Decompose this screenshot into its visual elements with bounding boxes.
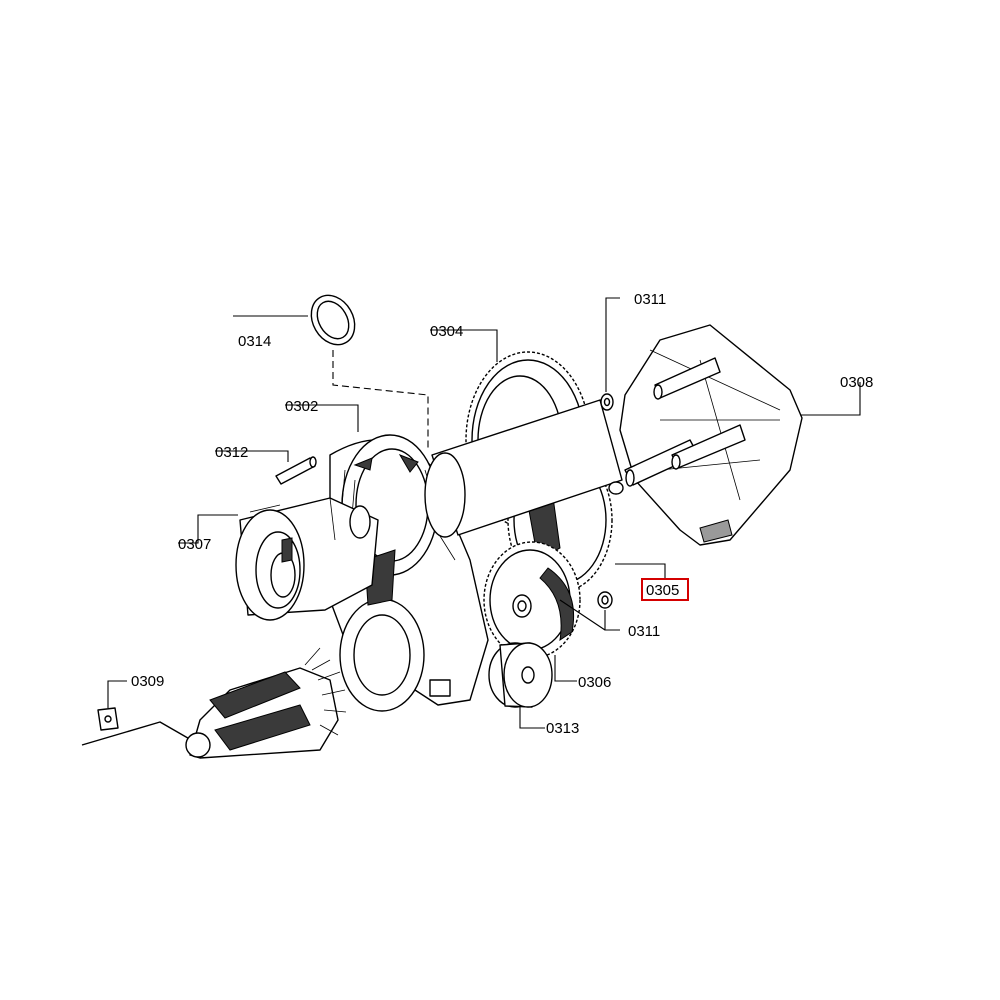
label-0307: 0307 — [178, 536, 211, 553]
label-0311-bottom: 0311 — [628, 623, 660, 640]
leader-lines — [107, 297, 861, 729]
label-0304: 0304 — [430, 323, 463, 340]
highlight-box-0305 — [641, 578, 689, 601]
label-0308: 0308 — [840, 374, 873, 391]
part-0312-pin[interactable] — [275, 456, 317, 485]
label-0314: 0314 — [238, 333, 271, 350]
label-0311-top: 0311 — [634, 291, 666, 308]
label-0302: 0302 — [285, 398, 318, 415]
part-0306-gear[interactable] — [483, 541, 581, 659]
part-0311-washers[interactable] — [597, 393, 624, 609]
armature — [81, 647, 347, 759]
label-0313: 0313 — [546, 720, 579, 737]
shaft — [424, 399, 623, 538]
label-0312: 0312 — [215, 444, 248, 461]
part-0314-ring[interactable] — [303, 287, 364, 352]
label-0305[interactable]: 0305 — [646, 582, 679, 599]
label-0309: 0309 — [131, 673, 164, 690]
part-0309-clip[interactable] — [97, 707, 119, 731]
part-0308-cover[interactable] — [619, 324, 803, 546]
part-0307-motor-housing[interactable] — [235, 497, 379, 621]
label-0306: 0306 — [578, 674, 611, 691]
part-0313-roller[interactable] — [488, 642, 553, 708]
